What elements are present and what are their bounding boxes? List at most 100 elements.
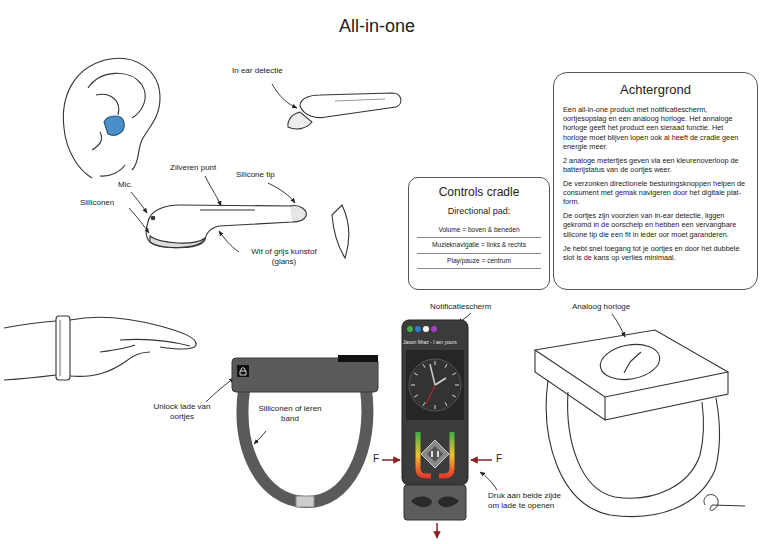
- hand-sketch: [70, 317, 196, 349]
- earbud-side-view: [146, 205, 306, 248]
- band-view: [338, 355, 378, 362]
- watch-sketch: [535, 350, 605, 420]
- band-view: [243, 390, 368, 502]
- hand-sketch: [4, 316, 196, 380]
- earbud-top-view: [288, 93, 401, 129]
- part-label: Unlock lade van oortjes: [148, 402, 216, 421]
- part-label: In ear detectie: [232, 66, 306, 76]
- force-label: F: [494, 453, 504, 465]
- control-item: Muzieknavigatie = links & rechts: [417, 238, 541, 253]
- instruction-note: Druk aan beide zijde om lade te openen: [488, 491, 562, 510]
- leader-arrow: [129, 84, 625, 490]
- device-front: [411, 497, 432, 508]
- device-front: [407, 326, 413, 332]
- force-arrow: [436, 523, 438, 538]
- earbud-side-view: [150, 236, 205, 248]
- band-view: [232, 355, 378, 507]
- device-front: [430, 364, 435, 385]
- device-front: [421, 440, 449, 468]
- leader-arrow: [205, 176, 221, 206]
- band-view: [237, 365, 249, 377]
- watch-sketch: [546, 380, 719, 517]
- earbud-top-view: [288, 112, 312, 129]
- leader-arrow: [268, 183, 295, 203]
- device-front: [402, 320, 468, 485]
- band-view: [296, 496, 314, 507]
- hand-sketch: [100, 345, 135, 352]
- device-front: [406, 350, 464, 420]
- part-label: Mic.: [118, 180, 144, 190]
- panel-heading: Achtergrond: [563, 82, 748, 98]
- device-front: [426, 385, 435, 404]
- ear-sketch: [96, 94, 119, 115]
- device-front: [437, 451, 439, 457]
- watch-sketch: [598, 340, 663, 384]
- part-label: Silliconen: [80, 198, 128, 208]
- device-front: [415, 326, 421, 332]
- device-front: [409, 359, 461, 411]
- earbud-side-view: [200, 209, 255, 211]
- screen-text: Jason Mraz - I am yours: [403, 339, 467, 345]
- earbud-side-view: [290, 206, 306, 222]
- ear-sketch: [100, 165, 125, 176]
- leader-arrow: [129, 208, 149, 233]
- hand-sketch: [56, 316, 70, 380]
- watch-sketch: [568, 392, 704, 498]
- paragraph: 2 analoge metertjes geven via een kleure…: [563, 156, 748, 174]
- clock-tick: [411, 361, 459, 409]
- device-front: [402, 320, 468, 520]
- part-label: Silicone tip: [236, 170, 296, 180]
- leader-arrow: [480, 472, 497, 490]
- hand-sketch: [4, 321, 56, 328]
- device-front: [435, 378, 446, 385]
- leader-arrow: [254, 431, 266, 444]
- earbud-curve-sketch: [332, 205, 349, 258]
- hand-sketch: [4, 375, 56, 380]
- earbud-side-view: [146, 205, 301, 248]
- sheet-title: All-in-one: [277, 16, 477, 37]
- ear-sketch: [63, 58, 160, 178]
- watch-sketch: [535, 330, 728, 517]
- device-front: [431, 451, 433, 457]
- part-label: Silliconen of leren band: [258, 404, 322, 423]
- ear-sketch: [92, 132, 102, 150]
- panel-heading: Controls cradle: [417, 185, 541, 200]
- watch-sketch: [624, 352, 641, 373]
- ear-sketch: [88, 73, 145, 118]
- device-front: [438, 497, 459, 508]
- hand-sketch: [120, 339, 190, 346]
- watch-sketch: [535, 330, 728, 397]
- earbud-top-view: [335, 99, 385, 101]
- leader-arrow: [219, 231, 239, 252]
- leader-arrow: [131, 192, 147, 213]
- band-view: [240, 368, 246, 376]
- earbud-top-view: [300, 93, 401, 118]
- clock-tick: [411, 361, 459, 409]
- device-front: [427, 446, 443, 462]
- control-item: Volume = boven & beneden: [417, 223, 541, 238]
- hand-sketch: [59, 320, 60, 376]
- paragraph: Een all-in-one product met notificatiesc…: [563, 105, 748, 151]
- force-label: F: [371, 453, 381, 465]
- device-front: [423, 326, 429, 332]
- earbud-side-view: [151, 216, 155, 220]
- paragraph: De verzonken directionele besturingsknop…: [563, 179, 748, 206]
- leader-arrow: [206, 378, 234, 402]
- paragraph: De oortjes zijn voorzien van in-ear dete…: [563, 211, 748, 238]
- force-arrow: [471, 459, 492, 461]
- background-panel: AchtergrondEen all-in-one product met no…: [553, 72, 758, 290]
- part-label: Zilveren punt: [170, 163, 234, 173]
- ear-sketch: [63, 58, 160, 178]
- part-label: Analoog horloge: [572, 302, 650, 312]
- leader-arrow: [612, 314, 625, 337]
- signature: [704, 495, 745, 511]
- part-label: Notificatiescherm: [430, 302, 514, 312]
- force-arrow: [382, 459, 400, 461]
- hand-sketch: [70, 352, 150, 376]
- earbud-curve-sketch: [332, 205, 349, 258]
- device-front: [404, 485, 466, 520]
- earbud-in-ear: [104, 116, 124, 135]
- band-view: [232, 358, 378, 392]
- control-item: Play/pauze = centrum: [417, 254, 541, 269]
